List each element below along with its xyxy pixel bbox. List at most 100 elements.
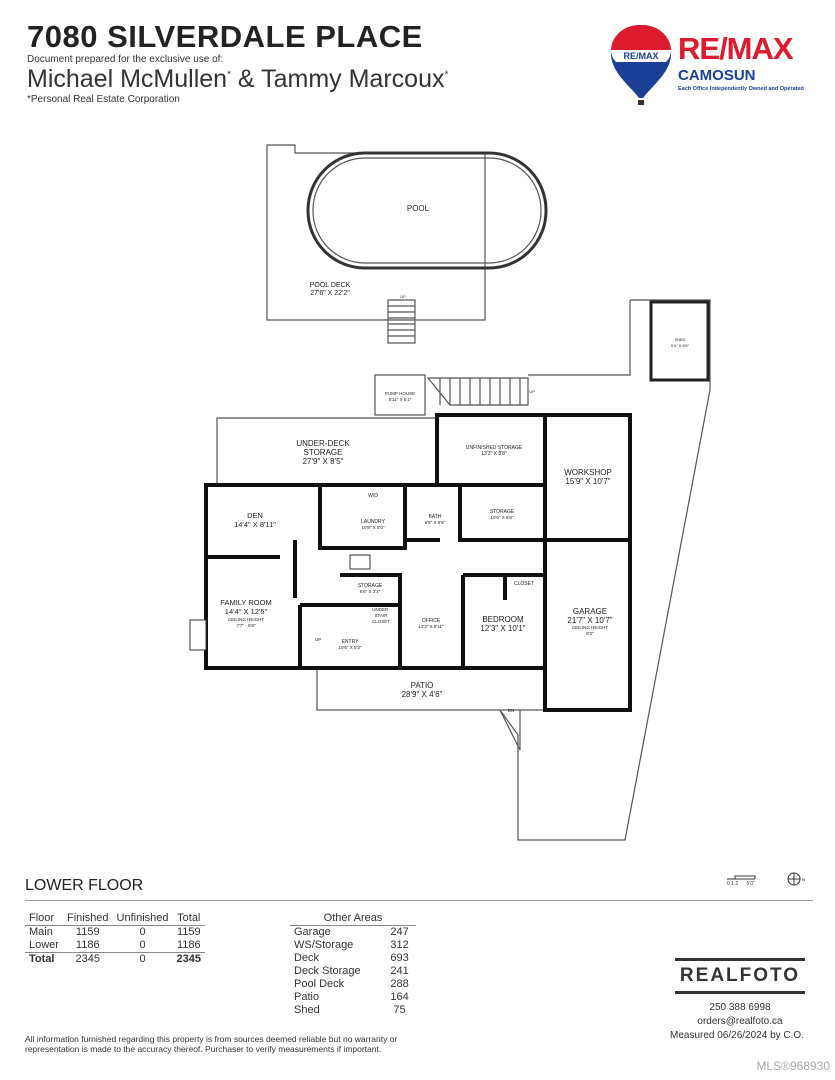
label-bedroom: BEDROOM [482, 615, 524, 624]
label-garage: GARAGE [573, 607, 607, 616]
dim-bath: 6'8" X 6'6" [425, 520, 446, 525]
dim-bedroom: 12'3" X 10'1" [480, 624, 525, 633]
label-down: DN [508, 708, 515, 713]
stairs [426, 377, 529, 406]
label-bath: BATH [429, 514, 442, 520]
remax-logo: RE/MAX RE/MAX CAMOSUN Each Office Indepe… [608, 22, 818, 107]
floor-name: LOWER FLOOR [25, 877, 144, 894]
label-garage-ceiling: CEILING HEIGHT [572, 625, 609, 630]
pump-house-outline [374, 374, 426, 416]
label-ceiling-height: CEILING HEIGHT [228, 617, 265, 622]
under-deck-outline [216, 417, 437, 485]
label-up: UP [315, 637, 321, 642]
dim-entry: 10'6" X 5'3" [339, 645, 362, 650]
remax-wordmark: RE/MAX [678, 31, 794, 66]
floor-plan: POOL POOL DECK 27'6" X 22'2" UP SHED 9'4… [189, 144, 711, 841]
label-storage-small: STORAGE [358, 583, 383, 589]
agent-1: Michael McMullen [27, 65, 228, 93]
property-address: 7080 SILVERDALE PLACE [27, 19, 423, 54]
deck-outline [499, 299, 711, 841]
label-under-stair-2: STAIR [375, 613, 389, 618]
dim-under-deck: 27'9" X 8'5" [303, 457, 344, 466]
label-shed: SHED [674, 337, 685, 342]
label-pool-deck: POOL DECK [310, 282, 351, 289]
dim-laundry: 10'8" X 8'0" [362, 525, 385, 530]
balloon-icon: RE/MAX [611, 25, 671, 105]
asterisk-1: * [227, 69, 231, 81]
label-under-stair-3: CLOSET [372, 619, 390, 624]
dim-shed: 9'4" X 6'6" [671, 343, 690, 348]
dim-pool-deck: 27'6" X 22'2" [310, 290, 350, 297]
label-den: DEN [247, 511, 263, 520]
label-laundry: LAUNDRY [361, 519, 385, 525]
pool-deck-outline [266, 144, 486, 321]
disclaimer: All information furnished regarding this… [25, 1034, 398, 1054]
fireplace [189, 619, 207, 651]
dim-storage-small: 6'6" X 3'1" [360, 589, 381, 594]
dim-office: 12'3" X 8'11" [418, 624, 443, 629]
asterisk-2: * [444, 69, 449, 81]
logo-tagline: Each Office Independently Owned and Oper… [678, 86, 804, 92]
agent-2: Tammy Marcoux [261, 65, 445, 93]
label-pool: POOL [407, 204, 430, 213]
scale-bar: 0 1 2 5'0" N [725, 872, 815, 894]
shed-outline [649, 300, 710, 382]
label-pump-house: PUMP HOUSE [385, 391, 415, 396]
dim-family-room: 14'4" X 12'5" [225, 607, 268, 616]
label-under-deck-storage: STORAGE [304, 448, 343, 457]
north-label: N [802, 877, 805, 882]
sink [349, 554, 371, 570]
label-washer-dryer: W/D [368, 493, 378, 499]
prepared-for-label: Document prepared for the exclusive use … [27, 54, 224, 65]
label-storage: STORAGE [490, 509, 515, 515]
scale-bar-graphic [727, 875, 756, 880]
realfoto-block: REALFOTO 250 388 6998 orders@realfoto.ca… [670, 958, 805, 1041]
label-family-room: FAMILY ROOM [220, 598, 271, 607]
office-name: CAMOSUN [678, 67, 756, 84]
table-header: Other Areas [290, 912, 416, 926]
dim-pump-house: 5'11" X 5'1" [389, 397, 412, 402]
label-entry: ENTRY [342, 639, 360, 645]
value-garage-ceiling: 8'2" [586, 631, 594, 636]
corp-note: *Personal Real Estate Corporation [27, 94, 180, 105]
value-ceiling-height: 7'7" - 6'8" [237, 623, 256, 628]
phone: 250 388 6998 [709, 1002, 771, 1013]
pool-outline [306, 151, 548, 270]
interior-walls [437, 415, 630, 710]
dim-workshop: 15'9" X 10'7" [565, 477, 610, 486]
label-up: UP [529, 389, 535, 394]
measured-note: Measured 06/26/2024 by C.O. [670, 1030, 804, 1041]
scale-ticks: 0 1 2 5'0" [727, 881, 755, 887]
label-patio: PATIO [411, 681, 434, 690]
label-unfinished-storage: UNFINISHED STORAGE [466, 445, 523, 451]
exterior-walls [204, 413, 632, 712]
dim-patio: 28'9" X 4'6" [402, 690, 443, 699]
label-closet: CLOSET [514, 581, 534, 587]
dim-garage: 21'7" X 10'7" [567, 616, 612, 625]
deck-stairs [387, 299, 416, 344]
mls-number: MLS®968930 [756, 1059, 830, 1073]
email: orders@realfoto.ca [697, 1016, 783, 1027]
dim-unfinished-storage: 13'3" X 8'8" [481, 451, 507, 457]
dim-storage: 10'5" X 6'8" [491, 515, 514, 520]
dim-den: 14'4" X 8'11" [234, 520, 276, 529]
ampersand: & [237, 65, 255, 93]
label-office: OFFICE [422, 618, 441, 624]
balloon-text: RE/MAX [623, 51, 658, 61]
label-workshop: WORKSHOP [564, 468, 612, 477]
label-up: UP [400, 294, 406, 299]
